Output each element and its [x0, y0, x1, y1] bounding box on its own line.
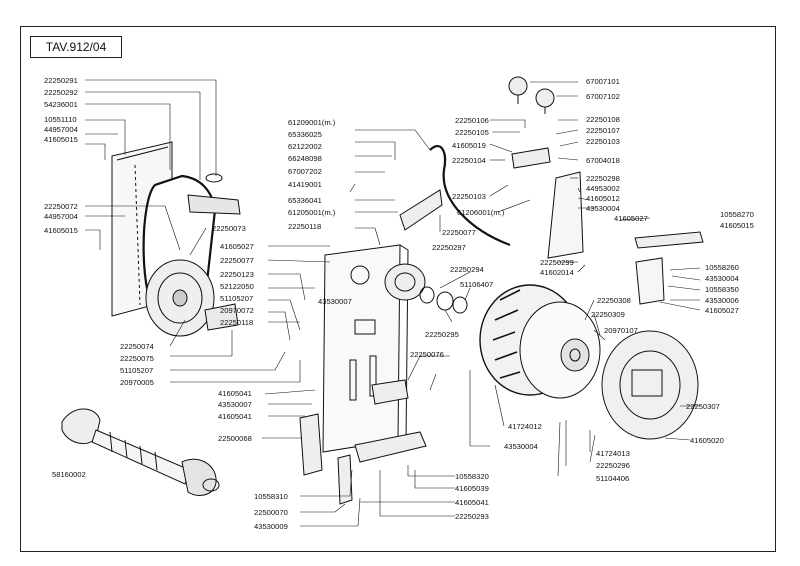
part-number-label: 54236001	[44, 100, 78, 109]
part-number-label: 51105207	[120, 366, 154, 375]
part-number-label: 22250307	[686, 402, 720, 411]
part-number-label: 22250073	[212, 224, 246, 233]
part-number-label: 66248098	[288, 154, 322, 163]
part-number-label: 20970005	[120, 378, 154, 387]
leader-lines	[85, 79, 701, 527]
part-number-label: 22250308	[597, 296, 631, 305]
part-number-label: 22250075	[120, 354, 154, 363]
part-number-label: 61209001(m.)	[288, 118, 336, 127]
part-number-label: 22250108	[586, 115, 620, 124]
part-number-label: 44957004	[44, 125, 78, 134]
part-number-label: 41724013	[596, 449, 630, 458]
part-number-label: 44953002	[586, 184, 620, 193]
part-number-label: 41605015	[44, 135, 78, 144]
part-number-label: 41605027	[705, 306, 739, 315]
part-number-label: 43530007	[318, 297, 352, 306]
part-number-label: 22250123	[220, 270, 254, 279]
part-number-label: 22250077	[442, 228, 476, 237]
part-number-label: 10551110	[44, 115, 77, 124]
part-number-label: 41605012	[586, 194, 620, 203]
part-number-label: 22500070	[254, 508, 288, 517]
part-number-label: 41605041	[455, 498, 489, 507]
part-number-label: 52122050	[220, 282, 254, 291]
part-number-label: 10558260	[705, 263, 739, 272]
part-number-label: 22500068	[218, 434, 252, 443]
part-number-label: 41605015	[44, 226, 78, 235]
part-number-label: 10558310	[254, 492, 288, 501]
part-number-label: 44957004	[44, 212, 78, 221]
part-number-label: 22250104	[452, 156, 486, 165]
part-number-label: 22250118	[220, 318, 254, 327]
part-number-label: 41605041	[218, 389, 252, 398]
part-number-label: 43530004	[586, 204, 620, 213]
part-number-label: 67007101	[586, 77, 620, 86]
part-number-label: 10558270	[720, 210, 754, 219]
part-number-label: 41605027	[220, 242, 254, 251]
part-number-label: 10558320	[455, 472, 489, 481]
part-number-label: 20970072	[220, 306, 254, 315]
part-number-label: 22250072	[44, 202, 78, 211]
part-number-label: 22250292	[44, 88, 78, 97]
part-number-label: 67007102	[586, 92, 620, 101]
part-number-label: 22250103	[586, 137, 620, 146]
drawing-reference: TAV.912/04	[30, 36, 122, 58]
part-number-label: 51105207	[220, 294, 254, 303]
finned-motor-housing	[479, 284, 601, 399]
part-number-label: 22250291	[44, 76, 78, 85]
part-number-label: 61205001(m.)	[288, 208, 336, 217]
part-number-label: 22250077	[220, 256, 254, 265]
part-number-label: 22250106	[455, 116, 489, 125]
part-number-label: 22250103	[452, 192, 486, 201]
part-number-label: 41605041	[218, 412, 252, 421]
part-number-label: 22250107	[586, 126, 620, 135]
part-number-label: 41605019	[452, 141, 486, 150]
hub-assembly	[384, 263, 468, 314]
belt-pulley-assembly	[111, 141, 241, 337]
part-number-label: 58160002	[52, 470, 86, 479]
part-number-label: 22250296	[596, 461, 630, 470]
part-number-label: 41724012	[508, 422, 542, 431]
pressure-gauges	[508, 76, 555, 114]
part-number-label: 43530006	[705, 296, 739, 305]
part-number-label: 41602014	[540, 268, 574, 277]
part-number-label: 41605020	[690, 436, 724, 445]
part-number-label: 22250309	[591, 310, 625, 319]
part-number-label: 65336041	[288, 196, 322, 205]
part-number-label: 43530007	[218, 400, 252, 409]
drawing-border	[20, 26, 776, 552]
part-number-label: 51106407	[460, 280, 494, 289]
part-number-label: 22250105	[455, 128, 489, 137]
cardan-shaft	[61, 408, 220, 496]
part-number-label: 10558350	[705, 285, 739, 294]
part-number-label: 67007202	[288, 167, 322, 176]
part-number-label: 41419001	[288, 180, 322, 189]
part-number-label: 61206001(m.)	[457, 208, 505, 217]
manifold-and-hose	[399, 145, 704, 305]
part-number-label: 22250298	[586, 174, 620, 183]
mounting-plate	[299, 244, 427, 505]
part-number-label: 65336025	[288, 130, 322, 139]
part-number-label: 22250297	[432, 243, 466, 252]
part-number-label: 20970107	[604, 326, 638, 335]
part-number-label: 41605015	[720, 221, 754, 230]
part-number-label: 22250118	[288, 222, 322, 231]
motor-end-cover	[601, 330, 699, 440]
part-number-label: 22250074	[120, 342, 154, 351]
part-number-label: 67004018	[586, 156, 620, 165]
part-number-label: 62122002	[288, 142, 322, 151]
part-number-label: 22250293	[455, 512, 489, 521]
part-number-label: 22250076	[410, 350, 444, 359]
part-number-label: 41605027	[614, 214, 648, 223]
part-number-label: 22250294	[450, 265, 484, 274]
part-number-label: 51104406	[596, 474, 630, 483]
part-number-label: 41605039	[455, 484, 489, 493]
part-number-label: 22250295	[425, 330, 459, 339]
part-number-label: 43530004	[504, 442, 538, 451]
part-number-label: 22250299	[540, 258, 574, 267]
part-number-label: 43530009	[254, 522, 288, 531]
part-number-label: 43530004	[705, 274, 739, 283]
